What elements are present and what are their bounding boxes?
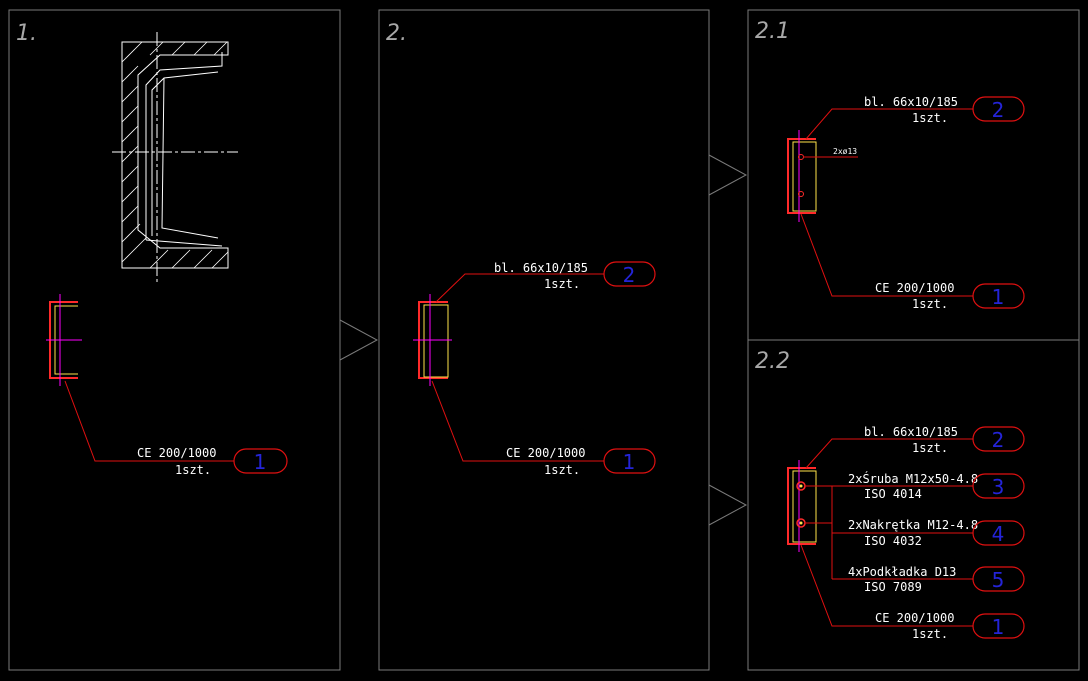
- item-bubble-1-number: 1: [254, 450, 267, 474]
- callout-1-line1: CE 200/1000: [506, 446, 585, 460]
- leader-2-panel22: [805, 438, 973, 469]
- item-bubble-2-number: 2: [623, 263, 636, 287]
- callout-5-line1: 4xPodkładka D13: [848, 565, 956, 579]
- leader-2-panel2: [435, 273, 604, 303]
- item-bubble-1: [603, 448, 656, 474]
- item-bubble-1-number: 1: [992, 615, 1005, 639]
- panel-1-frame: [8, 9, 341, 671]
- item-bubble-2-number: 2: [992, 98, 1005, 122]
- item-bubble-5: [972, 566, 1025, 592]
- arrow-2-to-2-1: [708, 154, 748, 196]
- callout-2-line1: bl. 66x10/185: [864, 425, 958, 439]
- callout-1-line1: CE 200/1000: [875, 611, 954, 625]
- leader-1-panel22: [800, 544, 973, 627]
- callout-4-line1: 2xNakrętka M12-4.8: [848, 518, 978, 532]
- callout-2-line1: bl. 66x10/185: [494, 261, 588, 275]
- panel-1-number: 1.: [16, 21, 37, 46]
- callout-1-line2: 1szt.: [175, 463, 211, 477]
- callout-1-line2: 1szt.: [912, 297, 948, 311]
- panel-2-2-frame: [747, 339, 1080, 671]
- callout-1-line1: CE 200/1000: [875, 281, 954, 295]
- channel-section-drawing: [112, 32, 238, 282]
- leader-1-panel2: [431, 380, 604, 462]
- arrow-1-to-2: [339, 319, 379, 361]
- channel-profile-2-1: [787, 130, 817, 222]
- panel-2-number: 2.: [386, 21, 407, 46]
- callout-3-line2: ISO 4014: [864, 487, 922, 501]
- item-bubble-1: [972, 613, 1025, 639]
- item-bubble-1: [233, 448, 288, 474]
- item-bubble-2-number: 2: [992, 428, 1005, 452]
- item-bubble-1-number: 1: [623, 450, 636, 474]
- hole-note: 2xø13: [833, 147, 857, 156]
- channel-profile-2: [413, 294, 452, 386]
- callout-5-line2: ISO 7089: [864, 580, 922, 594]
- item-bubble-4: [972, 520, 1025, 546]
- callout-2-line2: 1szt.: [912, 111, 948, 125]
- leader-1-panel1: [64, 380, 234, 462]
- item-bubble-4-number: 4: [992, 522, 1005, 546]
- callout-1-line2: 1szt.: [544, 463, 580, 477]
- item-bubble-2: [972, 426, 1025, 452]
- callout-2-line2: 1szt.: [912, 441, 948, 455]
- panel-2-2-number: 2.2: [755, 349, 790, 374]
- callout-1-line1: CE 200/1000: [137, 446, 216, 460]
- channel-profile-2-2: [787, 460, 817, 552]
- item-bubble-2: [603, 261, 656, 287]
- leader-2-panel21: [805, 108, 973, 140]
- callout-2-line2: 1szt.: [544, 277, 580, 291]
- callout-3-line1: 2xŚruba M12x50-4.8: [848, 471, 978, 486]
- leader-1-panel21: [800, 213, 973, 297]
- callout-4-line2: ISO 4032: [864, 534, 922, 548]
- panel-2-1-number: 2.1: [755, 19, 790, 44]
- item-bubble-3: [972, 473, 1025, 499]
- item-bubble-2: [972, 96, 1025, 122]
- item-bubble-1: [972, 283, 1025, 309]
- panel-2-frame: [378, 9, 710, 671]
- callout-1-line2: 1szt.: [912, 627, 948, 641]
- item-bubble-5-number: 5: [992, 568, 1005, 592]
- arrow-2-to-2-2: [708, 484, 748, 526]
- channel-profile-1: [46, 294, 82, 386]
- callout-2-line1: bl. 66x10/185: [864, 95, 958, 109]
- item-bubble-3-number: 3: [992, 475, 1005, 499]
- item-bubble-1-number: 1: [992, 285, 1005, 309]
